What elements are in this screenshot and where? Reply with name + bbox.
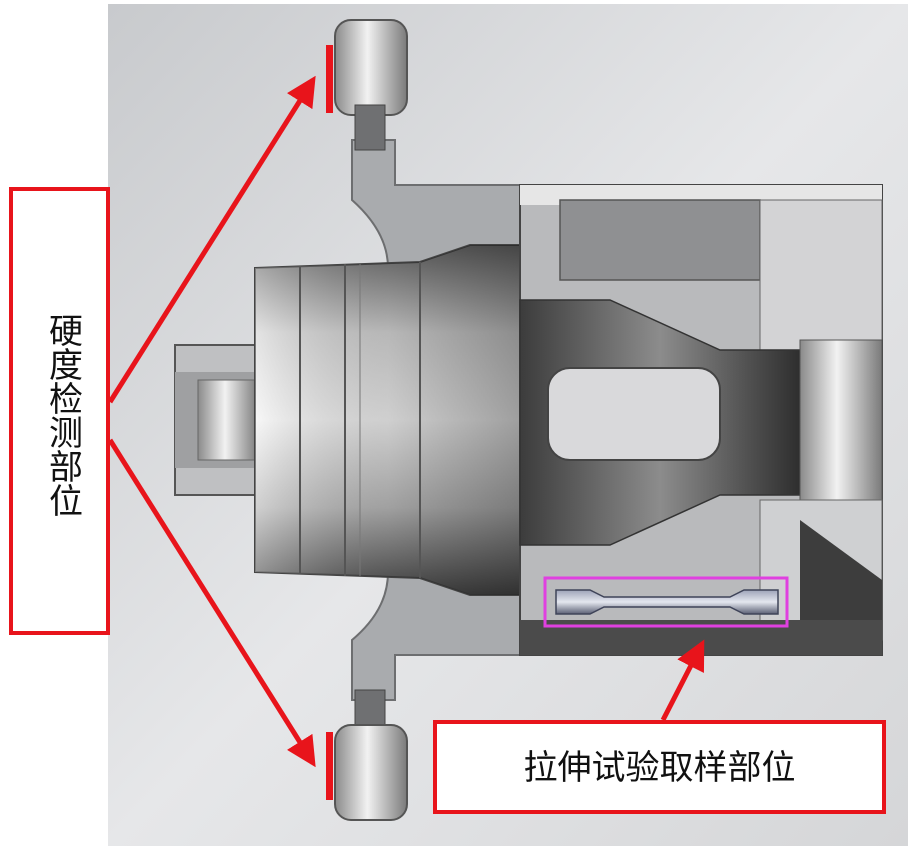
- arrow-to-top-bolt: [107, 75, 316, 404]
- arrow-to-specimen: [660, 639, 705, 722]
- top-bolt: [334, 19, 408, 151]
- hardness-mark-bottom: [326, 732, 333, 800]
- arrow-to-bottom-bolt: [107, 438, 316, 768]
- tensile-label-box: 拉伸试验取样部位: [433, 720, 886, 814]
- hardness-mark-top: [326, 45, 333, 113]
- hardness-label: 硬度检测部位: [42, 313, 83, 517]
- inner-cavity: [547, 367, 721, 461]
- bottom-bolt: [334, 689, 408, 821]
- hardness-label-box: 硬度检测部位: [9, 187, 110, 635]
- tensile-specimen: [543, 576, 789, 628]
- tensile-label: 拉伸试验取样部位: [523, 748, 796, 788]
